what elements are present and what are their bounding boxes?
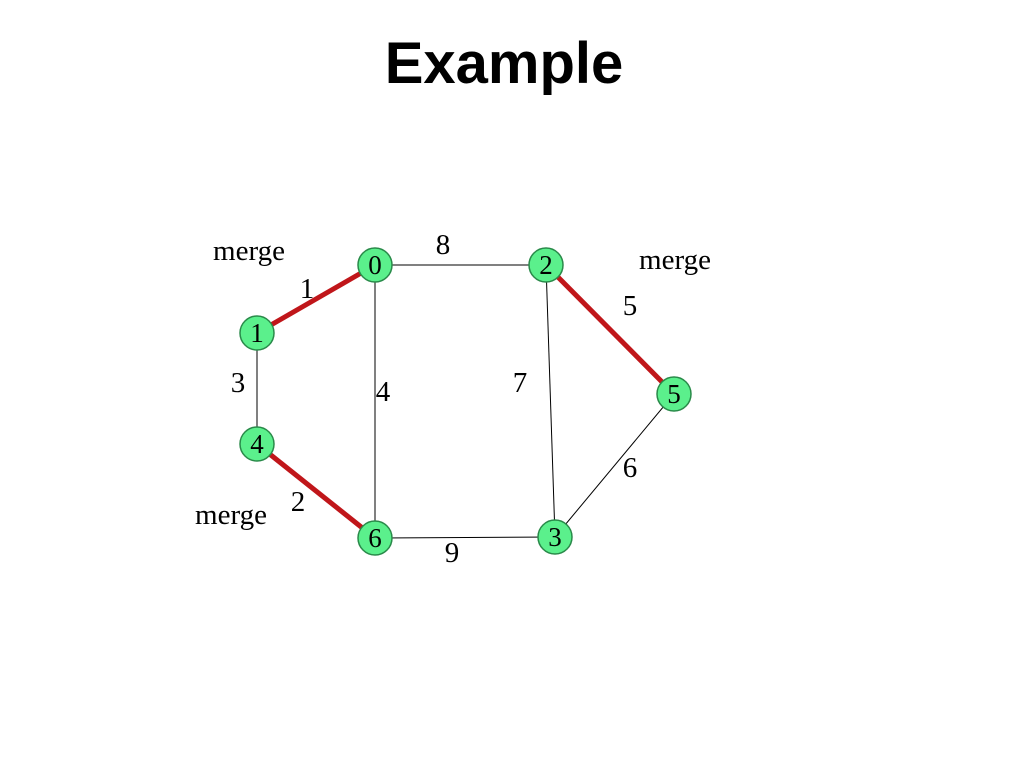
node-circle [357, 247, 393, 283]
edge-weight-label: 7 [513, 367, 528, 399]
edge-weight-label: 3 [231, 367, 246, 399]
merge-annotation: merge [213, 235, 285, 267]
node-label: 3 [548, 522, 562, 552]
edge-0-1-merged [255, 262, 377, 336]
node-label: 6 [368, 523, 382, 553]
merge-annotation: merge [195, 499, 267, 531]
node-5: 5 [656, 376, 692, 412]
node-circle [239, 315, 275, 351]
edge-weight-label: 6 [623, 452, 638, 484]
node-label: 1 [250, 318, 264, 348]
edge-weight-label: 9 [445, 537, 460, 569]
edge-weight-label: 5 [623, 290, 638, 322]
edge-weight-label: 2 [291, 486, 306, 518]
edge-weight-label: 4 [376, 376, 391, 408]
node-6: 6 [357, 520, 393, 556]
edge-weight-label: 8 [436, 229, 451, 261]
node-circle [537, 519, 573, 555]
edge-6-3 [374, 536, 556, 539]
node-label: 0 [368, 250, 382, 280]
node-circle [656, 376, 692, 412]
merge-annotation: merge [639, 244, 711, 276]
node-label: 2 [539, 250, 553, 280]
edge-4-6-merged [255, 442, 377, 540]
node-2: 2 [528, 247, 564, 283]
node-label: 5 [667, 379, 681, 409]
edge-5-3 [554, 393, 675, 538]
merge-labels-layer: merge merge merge [195, 235, 711, 531]
node-circle [357, 520, 393, 556]
node-circle [528, 247, 564, 283]
edge-weight-label: 1 [300, 273, 315, 305]
node-0: 0 [357, 247, 393, 283]
node-1: 1 [239, 315, 275, 351]
node-4: 4 [239, 426, 275, 462]
edge-2-3 [545, 264, 556, 538]
node-3: 3 [537, 519, 573, 555]
edge-2-5-merged [544, 263, 676, 396]
nodes-layer: 0 1 2 3 4 5 6 [239, 247, 692, 556]
node-circle [239, 426, 275, 462]
node-label: 4 [250, 429, 264, 459]
edges-layer [255, 262, 676, 540]
slide-title: Example [384, 31, 624, 96]
